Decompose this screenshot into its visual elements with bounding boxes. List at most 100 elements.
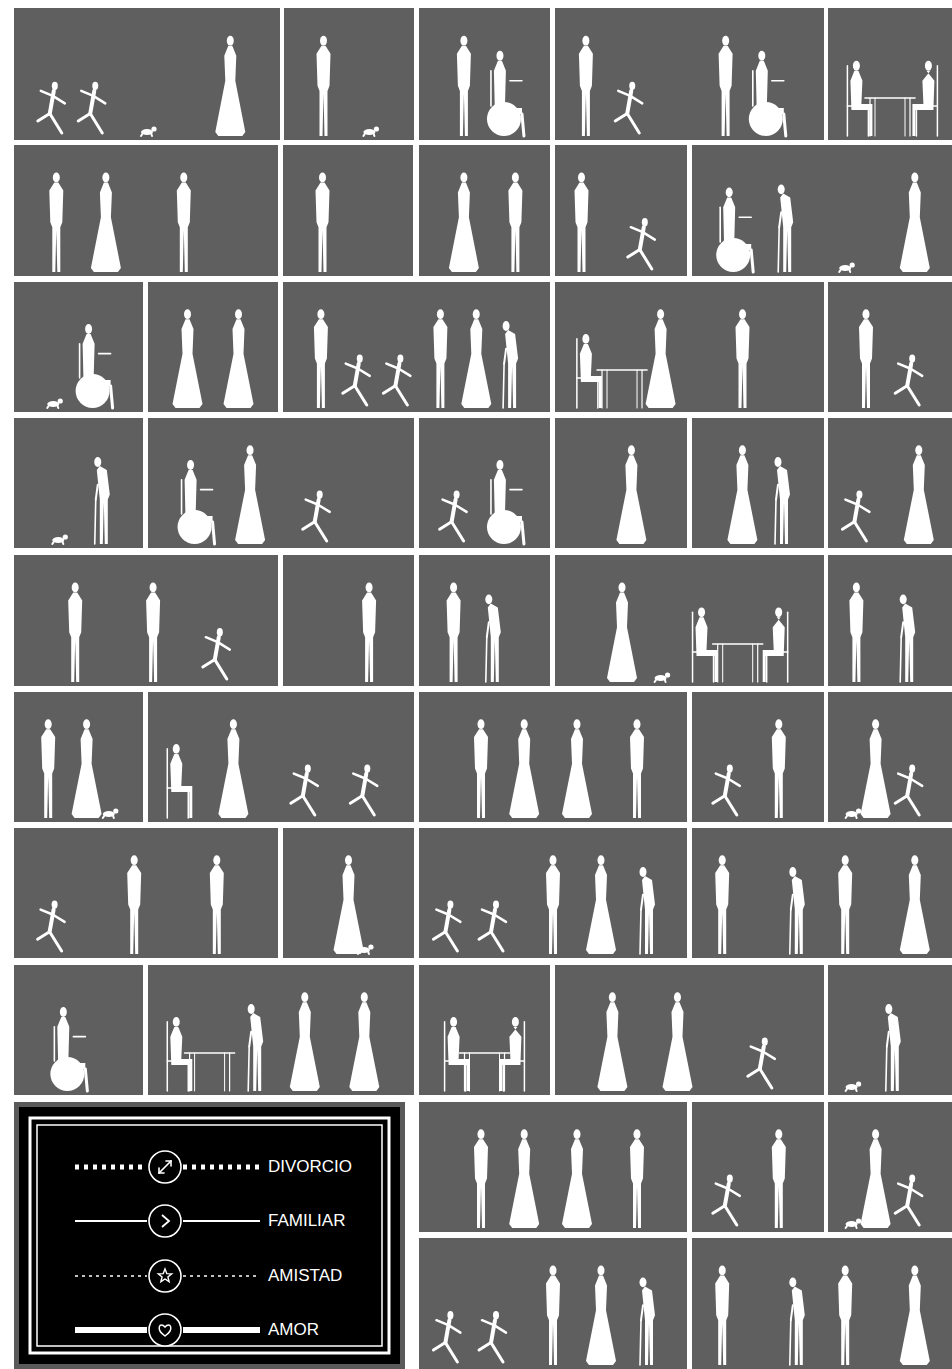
figure-part: [93, 96, 105, 104]
figure-part: [499, 1027, 521, 1091]
figure-part: [167, 1022, 169, 1091]
figure-part: [725, 1206, 737, 1225]
figure-part: [546, 865, 560, 954]
figure-part: [49, 182, 63, 272]
legend-line: [183, 1327, 260, 1333]
figure-part: [739, 216, 751, 218]
figure-part: [586, 865, 616, 954]
figure-part: [856, 490, 862, 498]
figure-part: [630, 1139, 644, 1228]
figure-part: [374, 126, 379, 131]
figure-part: [898, 1184, 910, 1189]
figure-part: [490, 71, 492, 106]
figure-part: [582, 334, 589, 344]
figure-part: [778, 227, 779, 272]
figure-part: [450, 1017, 457, 1027]
figure-part: [206, 637, 218, 642]
figure-part: [846, 1088, 848, 1091]
figure-part: [727, 455, 757, 544]
figure-part: [562, 729, 592, 818]
figure-part: [103, 811, 115, 817]
figure-part: [445, 932, 457, 951]
figure-part: [358, 951, 360, 954]
figure-part: [784, 114, 786, 136]
figure-part: [846, 815, 848, 818]
panel: [419, 1102, 687, 1232]
figure-part: [775, 719, 782, 729]
panel: [14, 965, 143, 1095]
figure-part: [616, 455, 646, 544]
panel: [555, 555, 824, 686]
figure-part: [739, 309, 746, 319]
figure-part: [452, 522, 464, 541]
figure-part: [637, 370, 638, 408]
figure-part: [62, 541, 63, 544]
figure-part: [509, 1139, 539, 1228]
figure-group: [334, 855, 374, 954]
figure-part: [449, 182, 479, 272]
figure-part: [907, 1206, 919, 1225]
figure-part: [357, 354, 363, 362]
figure-part: [213, 855, 220, 865]
figure-part: [853, 61, 860, 71]
figure-part: [885, 1004, 892, 1014]
figure-part: [900, 637, 901, 682]
figure-part: [170, 1027, 192, 1091]
figure-part: [362, 592, 376, 682]
figure-part: [50, 113, 62, 133]
figure-part: [397, 354, 403, 362]
figure-part: [235, 309, 242, 319]
figure-part: [188, 788, 190, 818]
figure-part: [597, 378, 599, 408]
panel: [148, 282, 278, 412]
figure-part: [752, 644, 753, 682]
figure-part: [469, 1053, 470, 1091]
figure-part: [674, 992, 681, 1002]
figure-part: [363, 133, 365, 136]
figure-group: [575, 173, 655, 272]
figure-part: [789, 1277, 796, 1287]
figure-part: [482, 910, 494, 915]
figure-part: [872, 1129, 879, 1139]
figure-part: [141, 129, 153, 135]
figure-part: [713, 796, 725, 803]
figure-part: [579, 46, 593, 136]
figure-part: [54, 1027, 56, 1061]
figure-part: [634, 1129, 641, 1139]
figure-part: [368, 951, 369, 954]
figure-part: [493, 1311, 499, 1319]
figure-group: [846, 1004, 901, 1091]
figure-part: [875, 98, 876, 136]
figure-part: [41, 910, 53, 915]
figure-part: [887, 1032, 889, 1047]
legend-sample: [75, 1205, 260, 1237]
figure-part: [905, 98, 906, 136]
figure-part: [601, 370, 602, 408]
figure-part: [229, 1053, 230, 1091]
figure-part: [717, 644, 718, 682]
figure-part: [716, 774, 728, 779]
figure-part: [791, 895, 793, 910]
figure-part: [485, 594, 492, 604]
figure-part: [248, 1047, 249, 1091]
figure-part: [38, 932, 50, 939]
figure-part: [96, 485, 98, 500]
panel: [555, 282, 824, 412]
figure-part: [775, 457, 782, 467]
legend-frame: [37, 1125, 382, 1346]
figure-part: [722, 36, 729, 46]
figure-group: [727, 445, 790, 544]
figure-part: [319, 173, 326, 183]
figure-part: [448, 1325, 460, 1332]
figure-part: [97, 466, 110, 544]
figure-part: [503, 321, 510, 331]
figure-part: [445, 1343, 457, 1362]
panel: [284, 8, 414, 140]
figure-part: [752, 71, 754, 106]
figure-part: [550, 1266, 557, 1276]
figure-part: [301, 992, 308, 1002]
figure-group: [716, 173, 930, 272]
figure-group: [616, 445, 646, 544]
figure-part: [575, 182, 589, 272]
